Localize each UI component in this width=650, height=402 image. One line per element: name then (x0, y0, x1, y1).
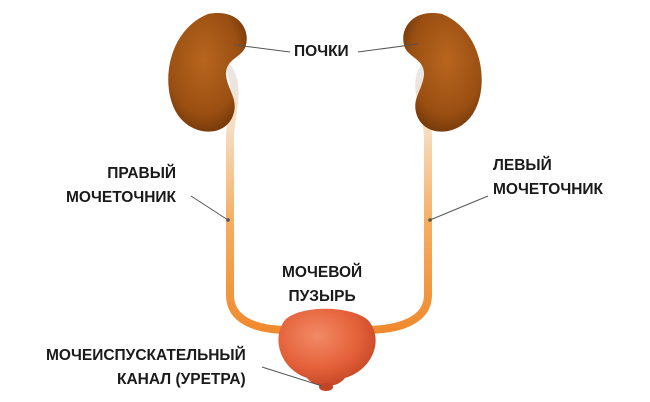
left-ureter-leader-line (429, 195, 489, 221)
right-ureter (224, 64, 294, 334)
kidneys-label-text: ПОЧКИ (294, 43, 349, 60)
urethra-label-line1: МОЧЕИСПУСКАТЕЛЬНЫЙ (46, 347, 246, 364)
bladder-label-line2: ПУЗЫРЬ (288, 288, 356, 305)
right-ureter-point (226, 218, 230, 222)
left-ureter-label-line1: ЛЕВЫЙ (493, 157, 552, 174)
left-ureter (361, 64, 432, 334)
urethra-label-line2: КАНАЛ (УРЕТРА) (117, 371, 246, 388)
left-ureter-label: ЛЕВЫЙ МОЧЕТОЧНИК (493, 154, 603, 202)
right-kidney (168, 12, 247, 132)
left-ureter-point (428, 218, 432, 222)
kidney-right-leader-line (234, 44, 291, 53)
urethra (319, 383, 333, 391)
right-ureter-leader-line (190, 195, 229, 221)
bladder-label: МОЧЕВОЙ ПУЗЫРЬ (282, 261, 362, 309)
kidney-left-leader-line (357, 43, 419, 53)
kidneys-label: ПОЧКИ (294, 40, 349, 64)
left-ureter-label-line2: МОЧЕТОЧНИК (493, 181, 604, 198)
urethra-label: МОЧЕИСПУСКАТЕЛЬНЫЙ КАНАЛ (УРЕТРА) (46, 344, 246, 392)
bladder (278, 308, 376, 386)
right-ureter-label-line2: МОЧЕТОЧНИК (66, 189, 177, 206)
right-ureter-label: ПРАВЫЙ МОЧЕТОЧНИК (66, 162, 176, 210)
urethra-leader-line (261, 366, 323, 387)
bladder-label-line1: МОЧЕВОЙ (282, 264, 363, 281)
left-kidney (403, 12, 482, 132)
right-ureter-label-line1: ПРАВЫЙ (107, 165, 177, 182)
